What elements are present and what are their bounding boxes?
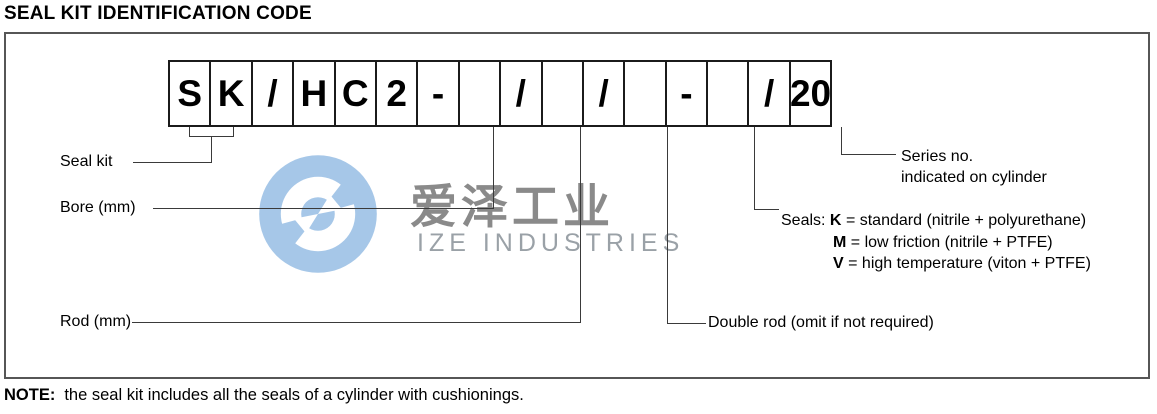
code-cell-blank — [457, 60, 502, 127]
label-series-no: Series no. indicated on cylinder — [901, 146, 1047, 188]
diagram-frame — [4, 32, 1150, 379]
code-cell: / — [250, 60, 295, 127]
code-cell: 2 — [374, 60, 419, 127]
watermark-cn-text: 爱泽工业 — [410, 180, 614, 233]
watermark-logo-icon — [259, 155, 377, 273]
leader-seals-line — [754, 209, 779, 210]
seals-option-low-friction: M = low friction (nitrile + PTFE) — [833, 233, 1053, 251]
leader-seals-drop — [754, 127, 755, 210]
note: NOTE: the seal kit includes all the seals… — [4, 386, 524, 405]
leader-bore-line — [153, 208, 494, 209]
code-cell: / — [499, 60, 543, 127]
code-cell-blank — [706, 60, 750, 127]
note-label: NOTE: — [4, 386, 56, 404]
page-title: SEAL KIT IDENTIFICATION CODE — [4, 3, 312, 24]
leader-series-drop — [841, 127, 842, 155]
leader-seal-kit-bracket — [189, 127, 234, 137]
leader-double-rod-line — [667, 323, 706, 324]
seals-prefix: Seals: — [781, 212, 826, 229]
code-cell: K — [209, 60, 253, 127]
note-text: the seal kit includes all the seals of a… — [64, 386, 524, 404]
series-line-2: indicated on cylinder — [901, 169, 1047, 186]
watermark-en-text: IZE INDUSTRIES — [417, 229, 685, 257]
code-cell: / — [747, 60, 791, 127]
leader-rod-line — [132, 322, 581, 323]
code-cell: H — [292, 60, 336, 127]
code-cell: / — [581, 60, 626, 127]
code-cell: 20 — [788, 60, 833, 127]
leader-series-line — [841, 154, 896, 155]
label-seal-kit: Seal kit — [60, 153, 113, 170]
code-cell: - — [416, 60, 460, 127]
seals-legend: Seals: K = standard (nitrile + polyureth… — [781, 210, 1091, 275]
leader-double-rod-drop — [667, 127, 668, 324]
leader-bore-drop — [493, 127, 494, 209]
code-cell: S — [168, 60, 212, 127]
leader-rod-drop — [580, 127, 581, 323]
code-cell-row: S K / H C 2 - / / - / 20 — [168, 60, 833, 127]
label-rod: Rod (mm) — [60, 313, 132, 330]
seals-option-high-temperature: V = high temperature (viton + PTFE) — [833, 255, 1091, 272]
series-line-1: Series no. — [901, 148, 974, 165]
code-cell-blank — [623, 60, 667, 127]
label-bore: Bore (mm) — [60, 199, 136, 216]
code-cell-blank — [540, 60, 584, 127]
leader-seal-kit-drop — [211, 137, 212, 163]
seals-option-standard: Seals: K = standard (nitrile + polyureth… — [781, 212, 1087, 229]
code-cell: - — [664, 60, 709, 127]
code-cell: C — [333, 60, 377, 127]
label-double-rod: Double rod (omit if not required) — [708, 314, 934, 331]
leader-seal-kit-line — [133, 162, 212, 163]
